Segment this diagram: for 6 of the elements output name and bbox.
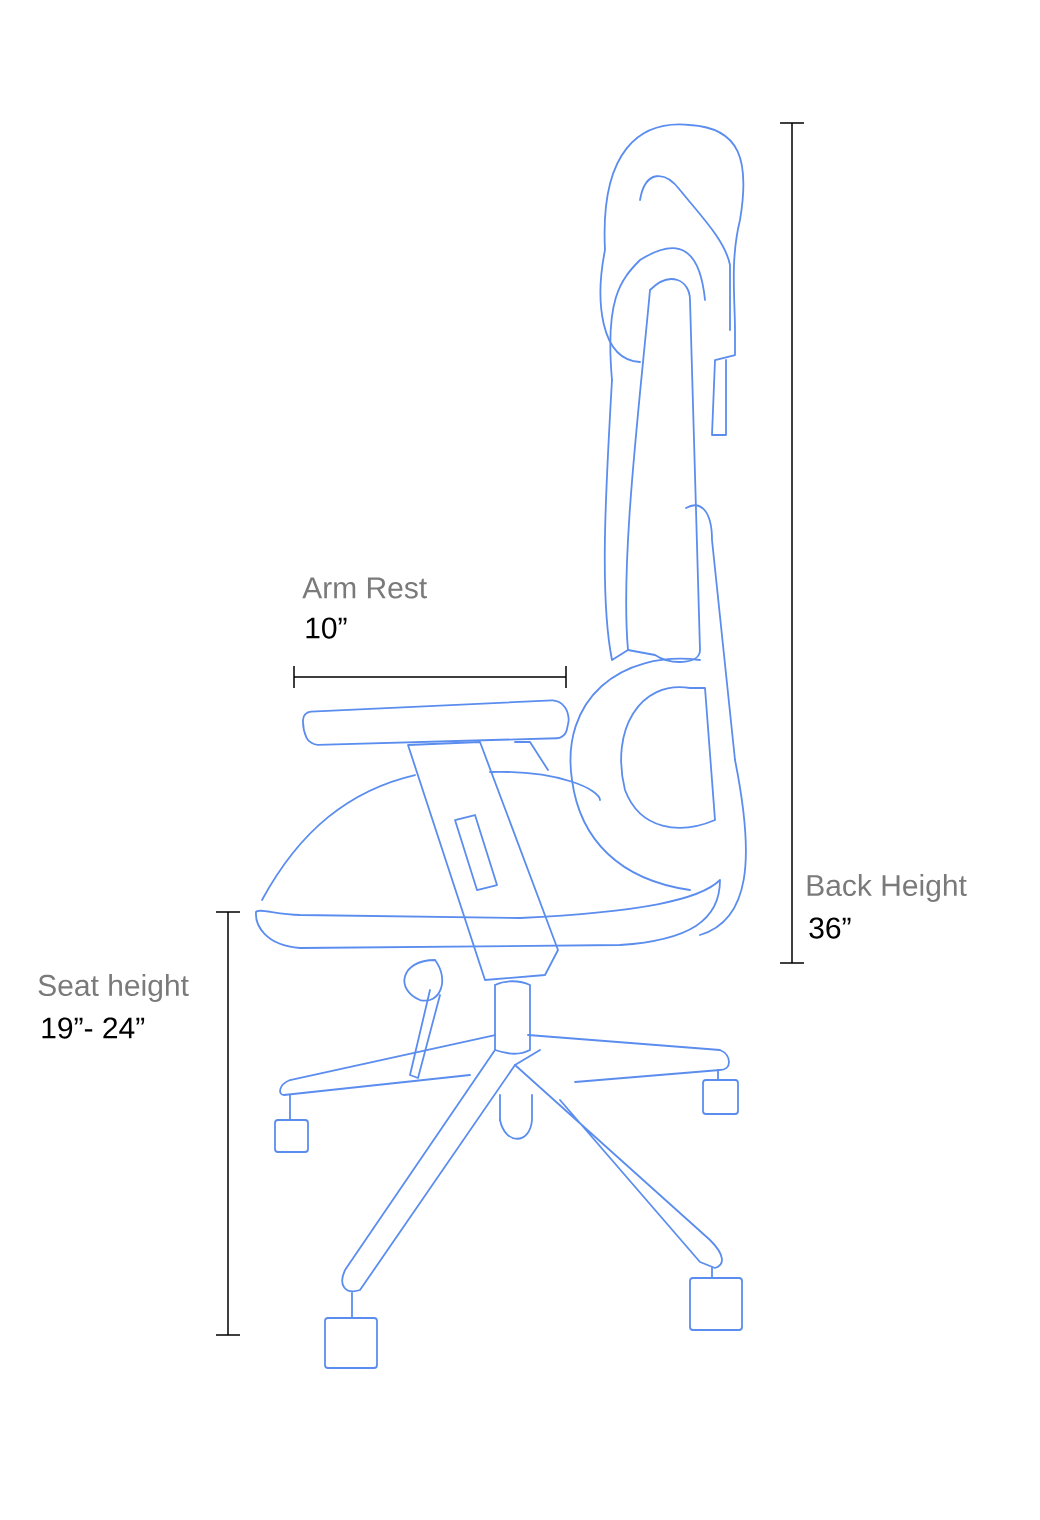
dimension-name: Arm Rest: [302, 577, 427, 599]
dimension-value: 19”- 24”: [42, 1017, 145, 1039]
dimension-value: 36”: [809, 917, 851, 939]
dimension-name: Back Height: [807, 874, 967, 902]
dimension-value: 10”: [306, 617, 347, 639]
dimension-name: Seat height: [38, 974, 189, 1002]
